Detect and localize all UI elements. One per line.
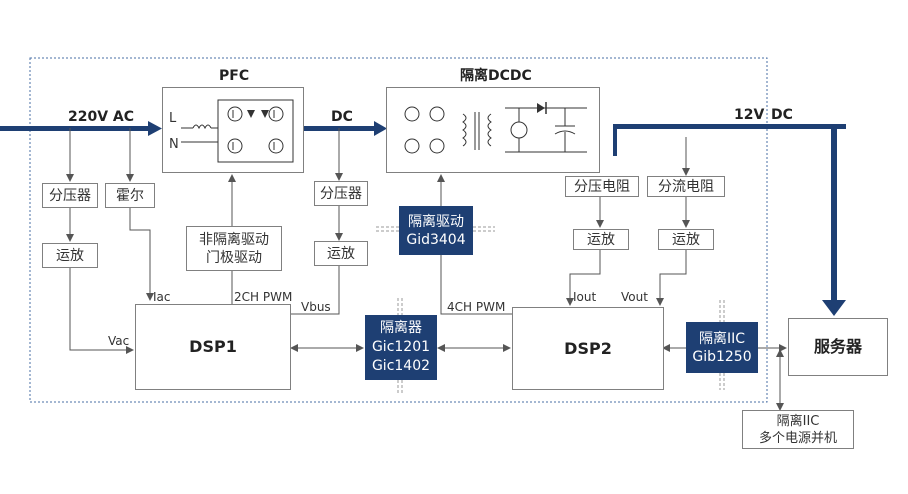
voltage-divider-bus: 分压器 xyxy=(314,181,368,206)
iout-label: Iout xyxy=(573,290,597,304)
iic-isolator-chip: 隔离IIC Gib1250 xyxy=(686,322,758,373)
non-isolated-driver-line2: 门极驱动 xyxy=(206,249,262,266)
pfc-n-label: N xyxy=(169,137,179,152)
divider-resistor: 分压电阻 xyxy=(565,176,639,197)
pfc-circuit-block xyxy=(162,87,304,173)
non-isolated-driver-line1: 非隔离驱动 xyxy=(199,231,269,248)
signal-wires xyxy=(66,128,787,411)
parallel-line1: 隔离IIC xyxy=(776,413,820,429)
dc-output-12v-label: 12V xyxy=(734,107,765,123)
ac-input-label: 220V AC xyxy=(68,109,135,125)
dsp1-controller: DSP1 xyxy=(135,304,291,390)
parallel-line2: 多个电源并机 xyxy=(758,430,837,446)
hall-sensor: 霍尔 xyxy=(105,183,155,208)
pwm-4ch-label: 4CH PWM xyxy=(447,300,506,314)
dc-bus-label: DC xyxy=(331,109,353,125)
iac-label: Iac xyxy=(153,290,171,304)
digital-isolator-chip: 隔离器 Gic1201 Gic1402 xyxy=(365,315,437,380)
isolator-line2: Gic1201 xyxy=(371,339,431,355)
server-block: 服务器 xyxy=(788,318,888,376)
isolated-driver-line1: 隔离驱动 xyxy=(408,213,464,230)
parallel-iic-box: 隔离IIC 多个电源并机 xyxy=(742,410,854,449)
isolator-line1: 隔离器 xyxy=(380,320,422,336)
dc-output-dc-label: DC xyxy=(771,107,793,123)
op-amp-ac: 运放 xyxy=(42,243,98,268)
isolated-driver-chip: 隔离驱动 Gid3404 xyxy=(399,206,473,255)
voltage-divider-ac: 分压器 xyxy=(42,183,98,208)
op-amp-bus: 运放 xyxy=(314,241,368,266)
pfc-schematic-icon xyxy=(181,99,294,163)
vbus-label: Vbus xyxy=(301,300,331,314)
vac-label: Vac xyxy=(108,334,130,348)
vout-label: Vout xyxy=(621,290,648,304)
op-amp-vout: 运放 xyxy=(573,229,629,250)
iic-isolator-line2: Gib1250 xyxy=(692,348,752,365)
dcdc-circuit-block xyxy=(386,87,600,173)
dcdc-schematic-icon xyxy=(404,102,587,154)
isolation-barrier-marks xyxy=(376,226,725,395)
pfc-title: PFC xyxy=(219,68,250,84)
shunt-resistor: 分流电阻 xyxy=(647,176,725,197)
pfc-l-label: L xyxy=(169,111,177,126)
isolated-driver-line2: Gid3404 xyxy=(406,231,466,248)
system-boundary-frame xyxy=(29,57,768,403)
non-isolated-gate-driver: 非隔离驱动 门极驱动 xyxy=(186,226,282,271)
op-amp-iout: 运放 xyxy=(658,229,714,250)
dcdc-title: 隔离DCDC xyxy=(460,68,532,84)
power-path xyxy=(0,121,846,316)
isolator-line3: Gic1402 xyxy=(371,358,431,374)
iic-isolator-line1: 隔离IIC xyxy=(698,330,746,347)
pwm-2ch-label: 2CH PWM xyxy=(234,290,293,304)
dsp2-controller: DSP2 xyxy=(512,307,664,390)
